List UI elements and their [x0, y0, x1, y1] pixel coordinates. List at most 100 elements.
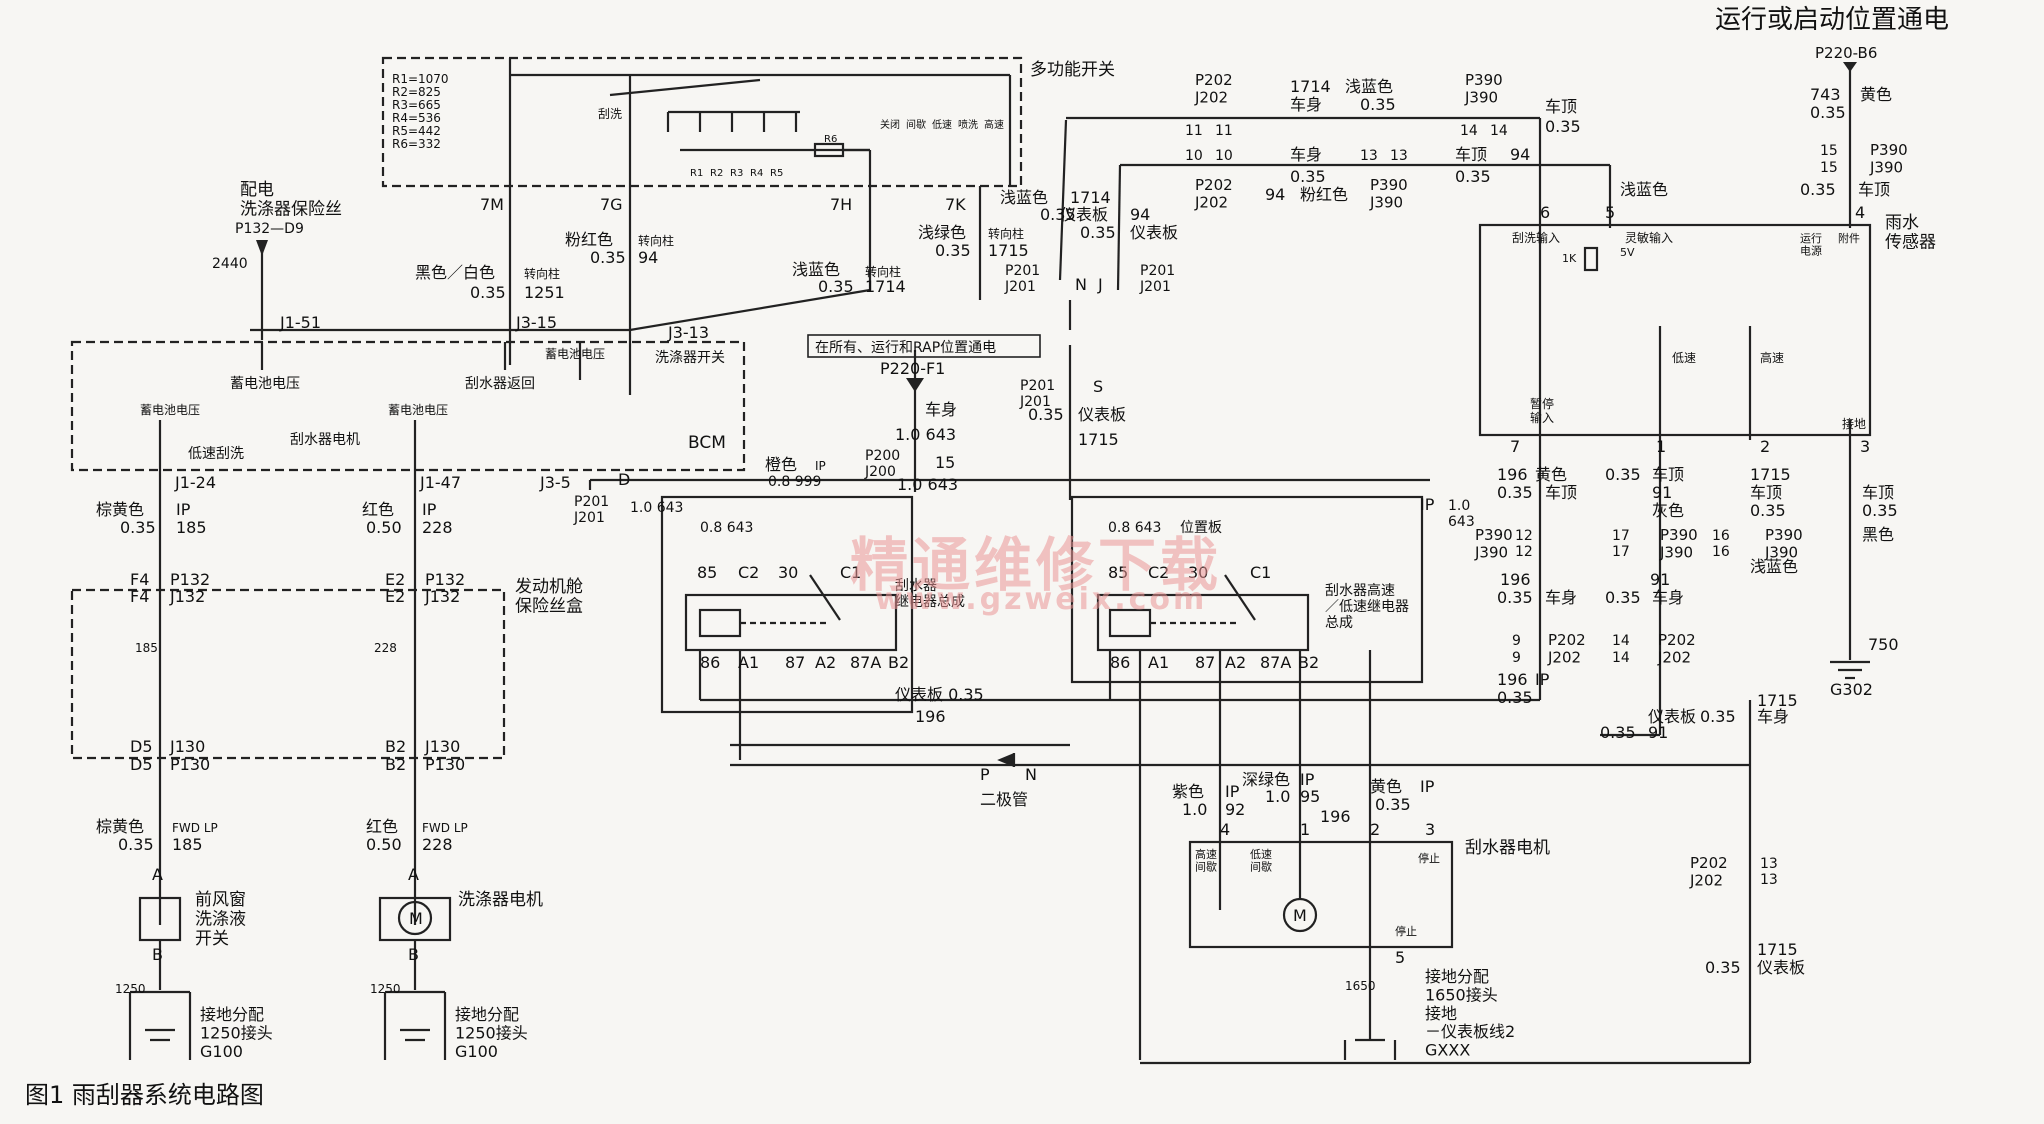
wire-1715-c: 1715	[1078, 430, 1119, 449]
wire-purple: 紫色	[1172, 782, 1204, 801]
roof-r3: 车顶	[1750, 483, 1782, 502]
wire-brown-yellow: 棕黄色	[96, 500, 144, 519]
fwd-185: FWD LP	[172, 821, 218, 835]
wiper-pin-5: 5	[1395, 948, 1405, 967]
pin-s: S	[1093, 377, 1103, 396]
pin-15-a: 15	[1820, 143, 1838, 159]
conn-j3-13: J3-13	[667, 323, 709, 342]
top-right-note: 运行或启动位置通电	[1715, 5, 1949, 35]
conn-j3-15: J3-15	[515, 313, 557, 332]
pin-9-a: 9	[1512, 633, 1521, 649]
pin-16-a: 16	[1712, 528, 1730, 544]
body-c2: 车身	[1652, 588, 1684, 607]
wire-lb-16: 浅蓝色	[1750, 557, 1798, 576]
wire-black-white: 黑色／白色	[415, 263, 495, 282]
roof-r: 车顶	[1545, 483, 1577, 502]
tap-r2: R2	[710, 168, 723, 179]
wire-0-35-q: 0.35	[1455, 167, 1491, 186]
wire-0-35-r3: 0.35	[1750, 501, 1786, 520]
wire-0-35-c1: 0.35	[1497, 588, 1533, 607]
wiper-motor-box	[1188, 840, 1454, 949]
pin-15: 15	[935, 453, 955, 472]
wire-0-35-b: 0.35	[590, 248, 626, 267]
wire-91: 91	[1652, 483, 1672, 502]
wire-999: 0.8 999	[768, 474, 821, 490]
multifunction-switch-box	[381, 56, 1023, 188]
wire-0-35-g: 0.35	[120, 518, 156, 537]
wire-dark-green: 深绿色	[1242, 770, 1290, 789]
wire-0-35-f: 0.35	[1080, 223, 1116, 242]
conn-p132-b: P132	[425, 570, 465, 589]
right-relay-pin-30: 30	[1188, 563, 1208, 582]
rain-wash-in: 刮洗输入	[1512, 230, 1560, 245]
bcm-battery-voltage: 蓄电池电压	[230, 376, 300, 392]
rain-pin-2: 2	[1760, 437, 1770, 456]
steer-col-3: 转向柱	[988, 226, 1024, 241]
conn-7g: 7G	[600, 195, 623, 214]
pin-13-a: 13	[1360, 148, 1378, 164]
wire-gray: 灰色	[1652, 501, 1684, 520]
wiper-pin-2: 2	[1370, 820, 1380, 839]
right-relay-name: 刮水器高速／低速继电器总成	[1325, 582, 1409, 631]
wire-92: 92	[1225, 800, 1245, 819]
pin-14-c: 14	[1612, 633, 1630, 649]
washer-switch-pin-b: B	[152, 945, 163, 964]
pin-13-b: 13	[1390, 148, 1408, 164]
conn-j200: J200	[864, 464, 896, 480]
wire-yellow-c: 黄色	[1370, 777, 1402, 796]
ip-92: IP	[1225, 782, 1240, 801]
dash-a: 仪表板	[1060, 205, 1108, 224]
conn-j132-b: J132	[424, 587, 460, 606]
wire-228-b: 228	[422, 835, 453, 854]
roof-r2: 车顶	[1652, 465, 1684, 484]
wire-yellow-r: 黄色	[1535, 465, 1567, 484]
wiper-low-int: 低速间歇	[1250, 848, 1272, 874]
pin-10-a: 10	[1185, 148, 1203, 164]
pos-high: 高速	[984, 118, 1004, 131]
diode-label: 二极管	[980, 790, 1028, 809]
wire-lb-top: 浅蓝色	[1345, 77, 1393, 96]
bcm-low-speed-wash: 低速刮洗	[188, 446, 244, 462]
wire-95: 95	[1300, 787, 1320, 806]
wire-743: 743	[1810, 85, 1841, 104]
washer-motor-symbol: M	[409, 909, 423, 928]
wire-196-r: 196	[1497, 465, 1528, 484]
left-relay-pin-a2: A2	[815, 653, 836, 672]
wire-yellow-top: 黄色	[1860, 85, 1892, 104]
pin-16-b: 16	[1712, 544, 1730, 560]
wire-643-a: 1.0 643	[895, 425, 956, 444]
wire-0-35-c2: 0.35	[1375, 795, 1411, 814]
ip-c: IP	[1420, 777, 1435, 796]
wire-94-a: 94	[638, 248, 658, 267]
wire-228-mid: 228	[374, 641, 397, 655]
rain-pause-in: 暂停输入	[1530, 396, 1554, 425]
wire-0-35-d: 0.35	[818, 277, 854, 296]
wire-0-35-h: 0.35	[118, 835, 154, 854]
conn-e2-p132: E2	[385, 570, 405, 589]
wiper-pin-3: 3	[1425, 820, 1435, 839]
wire-0-35-e: 0.35	[1040, 205, 1076, 224]
bcm-battery-voltage-3: 蓄电池电压	[140, 403, 200, 417]
pin-13-d: 13	[1760, 872, 1778, 888]
rain-low: 低速	[1672, 351, 1696, 365]
wire-1715-r: 1715	[1750, 465, 1791, 484]
wire-196-d: 196	[1497, 670, 1528, 689]
wire-196: 196	[915, 707, 946, 726]
roof-15: 车顶	[1858, 180, 1890, 199]
figure-caption: 图1 雨刮器系统电路图	[25, 1081, 264, 1109]
left-relay-pin-a1: A1	[738, 653, 759, 672]
right-relay-pin-b2: B2	[1298, 653, 1319, 672]
wire-black: 黑色	[1862, 525, 1894, 544]
roof-13: 车顶	[1455, 145, 1487, 164]
wire-0-35-e2: 0.35	[1600, 723, 1636, 742]
wire-0-35-r4: 0.35	[1862, 501, 1898, 520]
conn-7h: 7H	[830, 195, 852, 214]
rain-sensor-box	[1478, 223, 1872, 437]
